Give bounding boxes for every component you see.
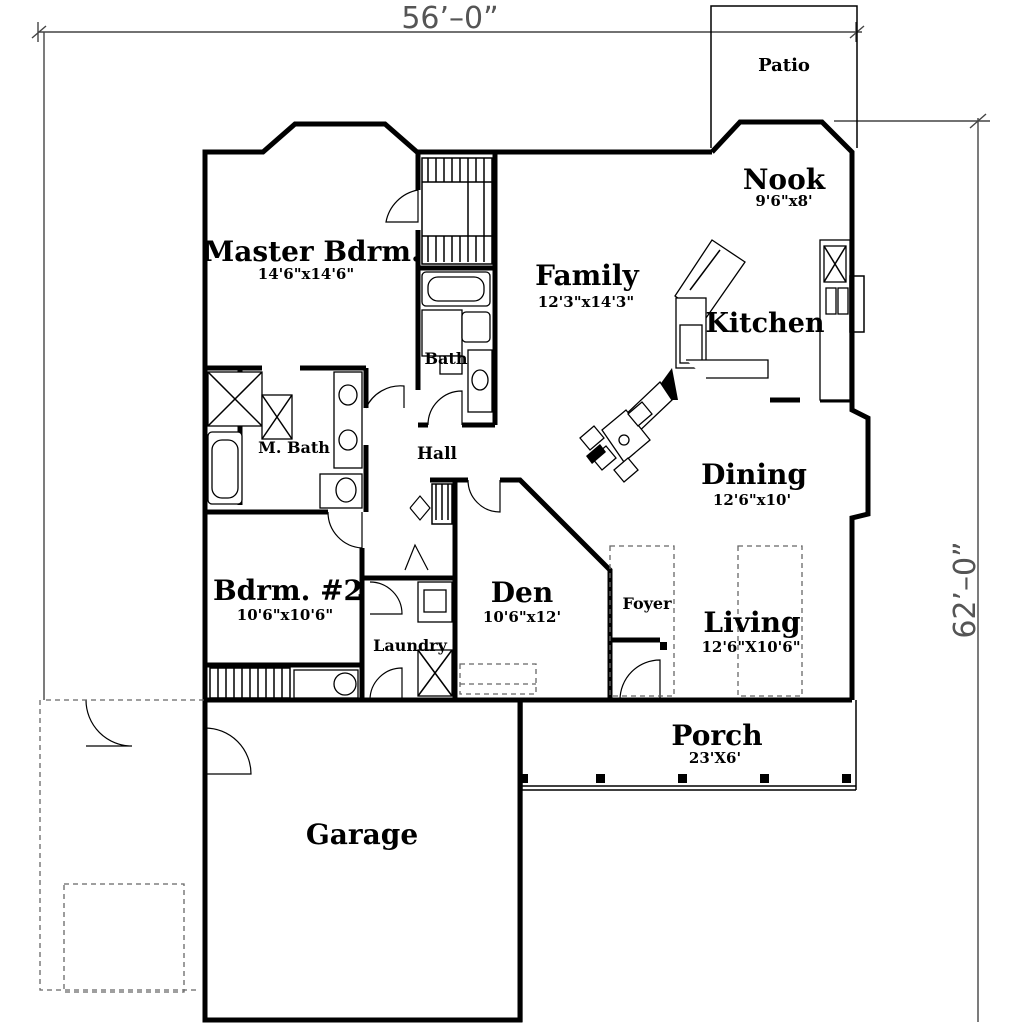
dining-label: Dining <box>701 458 807 491</box>
hall-linen-closet <box>404 483 453 571</box>
porch-label: Porch <box>671 719 762 752</box>
family-size: 12'3"x14'3" <box>538 293 634 311</box>
master-bath-fixtures <box>207 371 363 509</box>
master-bedroom-label: Master Bdrm. <box>203 235 421 268</box>
porch-size: 23'X6' <box>689 749 741 767</box>
kitchen-label: Kitchen <box>705 308 824 339</box>
nook-label: Nook <box>743 163 826 196</box>
foyer-label: Foyer <box>622 594 672 613</box>
depth-dimension-label: 62’–0” <box>948 541 983 638</box>
garage-label: Garage <box>306 818 418 851</box>
den-size: 10'6"x12' <box>483 608 561 626</box>
living-size: 12'6"X10'6" <box>701 638 800 656</box>
patio-label: Patio <box>758 55 810 76</box>
doors <box>85 189 667 775</box>
porch-structure <box>519 700 857 791</box>
room-labels: Patio Nook 9'6"x8' Master Bdrm. 14'6"x14… <box>203 55 826 851</box>
overall-depth-dimension: 62’–0” <box>521 113 990 1022</box>
master-closet <box>421 157 493 265</box>
master-bath-label: M. Bath <box>258 438 330 457</box>
nook-size: 9'6"x8' <box>755 192 812 210</box>
patio-outline <box>710 5 858 148</box>
dining-size: 12'6"x10' <box>713 491 791 509</box>
laundry-fixtures <box>417 581 453 697</box>
dining-table-set <box>579 401 653 483</box>
den-label: Den <box>491 576 553 609</box>
laundry-label: Laundry <box>373 636 448 655</box>
width-dimension-label: 56’–0” <box>401 1 498 36</box>
overall-width-dimension: 56’–0” <box>31 1 865 700</box>
bedroom-2-label: Bdrm. #2 <box>213 574 363 607</box>
bath-label: Bath <box>425 349 468 368</box>
master-bedroom-size: 14'6"x14'6" <box>258 265 354 283</box>
family-label: Family <box>535 259 639 292</box>
hall-label: Hall <box>417 444 458 464</box>
kitchen-counters <box>619 239 865 440</box>
bedroom-2-closet <box>209 667 359 699</box>
bath-fixtures <box>421 271 493 413</box>
dashed-features <box>39 545 803 993</box>
living-label: Living <box>703 606 800 639</box>
bedroom-2-size: 10'6"x10'6" <box>237 606 333 624</box>
